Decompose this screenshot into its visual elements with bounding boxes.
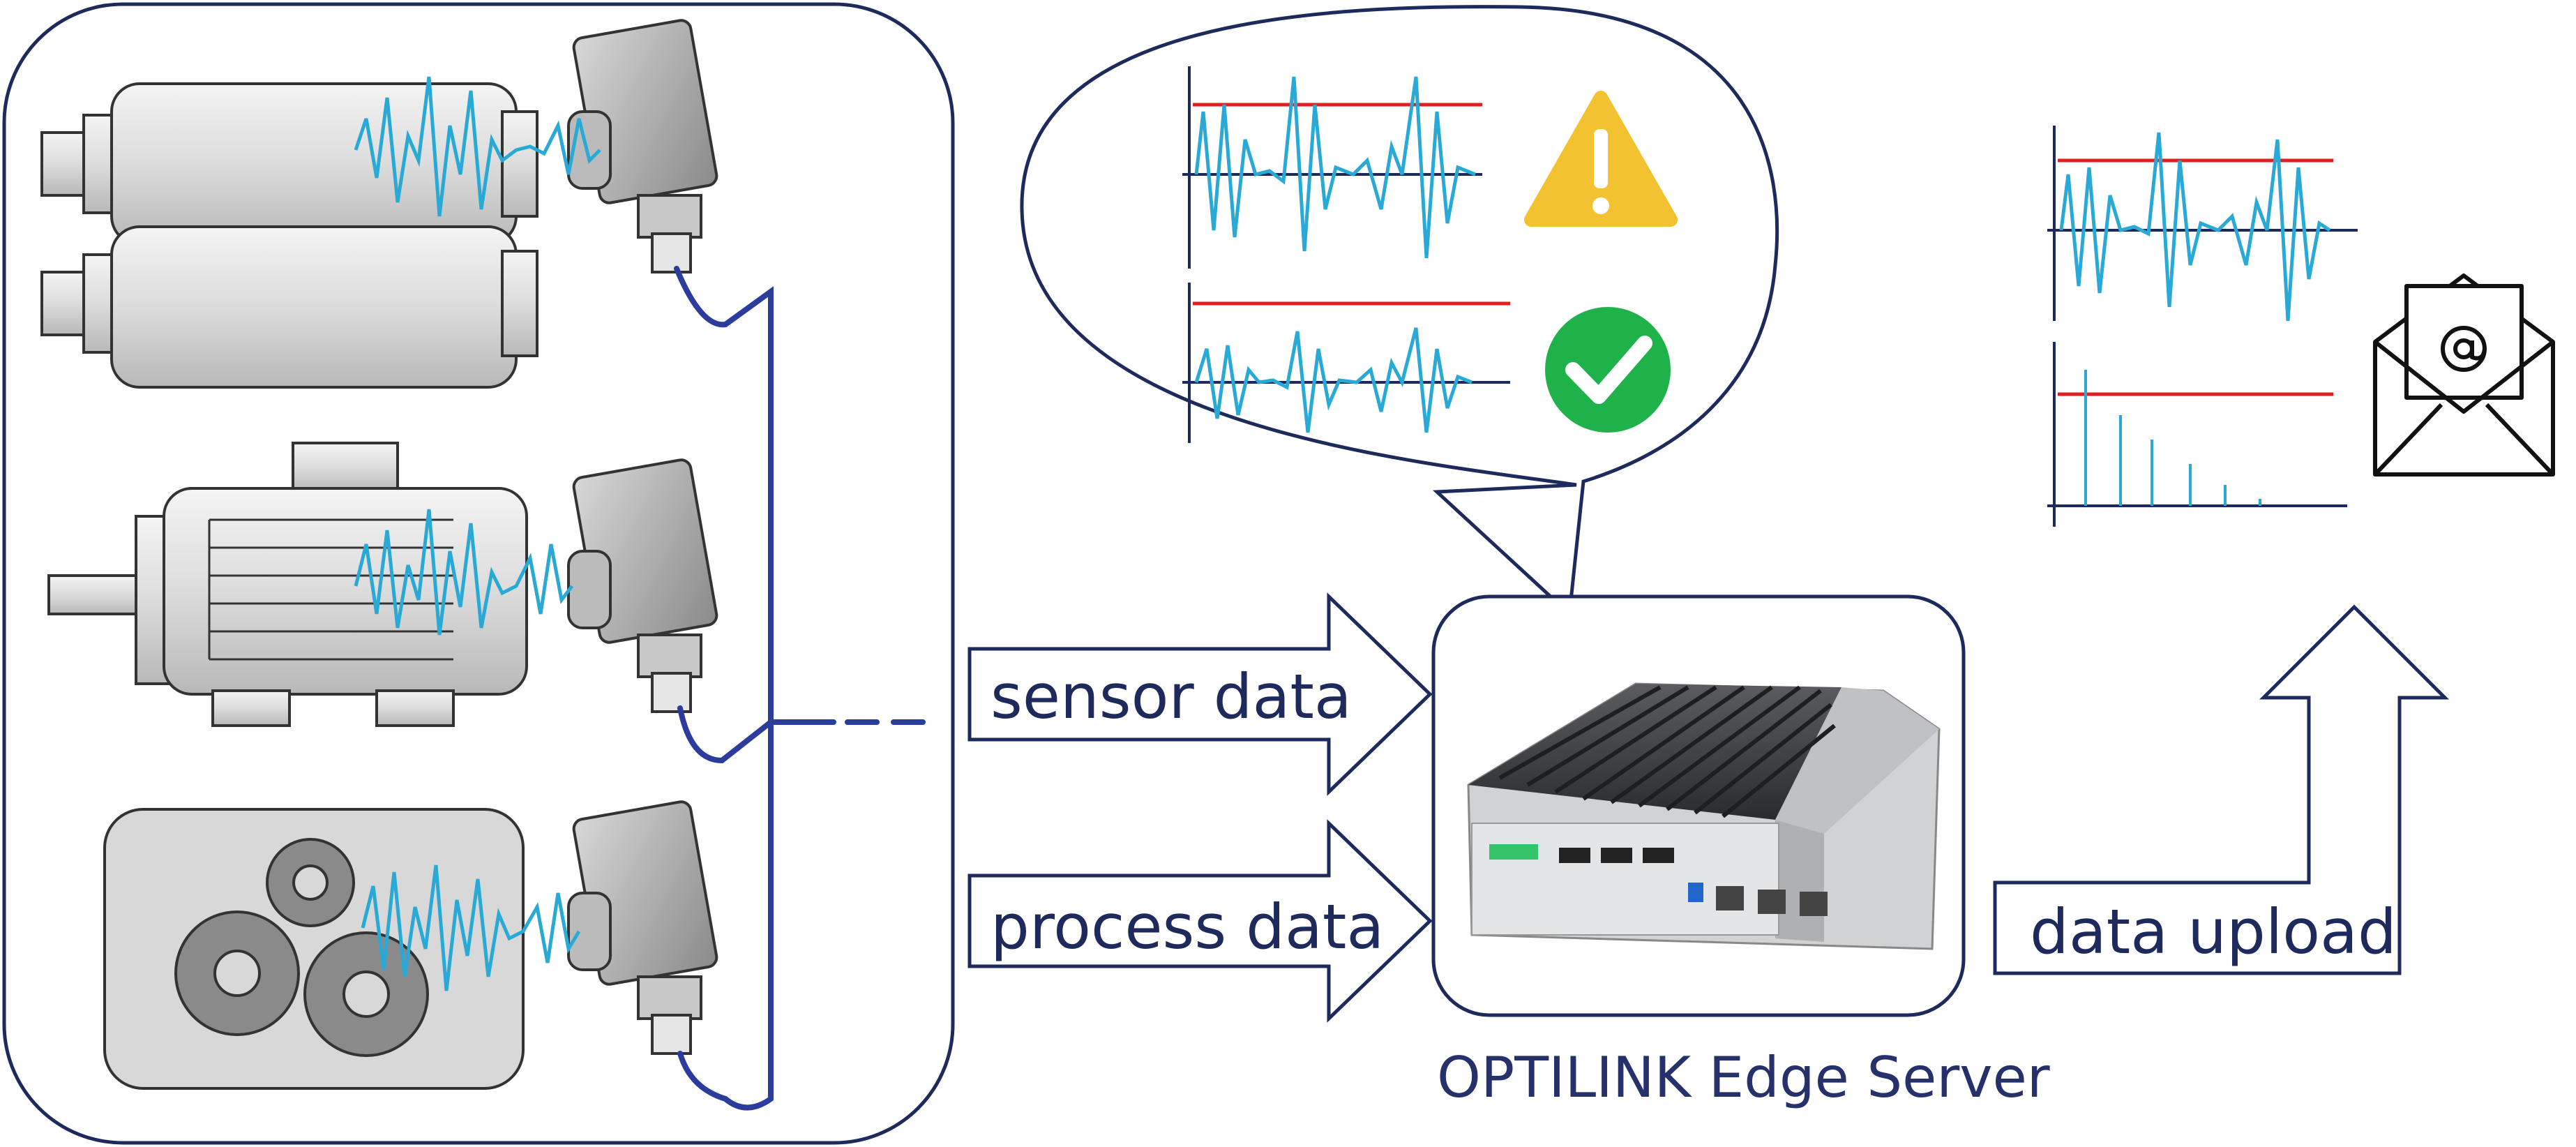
- check-circle-icon: [1545, 307, 1671, 433]
- vibration-sensor-1: [567, 19, 718, 273]
- electric-motor: [47, 442, 528, 727]
- sensor-data-arrow: [967, 592, 1433, 796]
- edge-server-heatsink-fins: [1498, 685, 1836, 818]
- vibration-signal-2: [354, 509, 573, 636]
- sensor-data-label: sensor data: [991, 661, 1352, 733]
- email-envelope-icon: [2373, 273, 2555, 477]
- data-upload-arrow: [1993, 604, 2450, 975]
- bubble-chart-alarm: [1182, 66, 1482, 269]
- process-data-arrow: [967, 819, 1433, 1023]
- vibration-signal-3: [361, 864, 581, 991]
- warning-triangle-icon: [1524, 91, 1678, 227]
- data-upload-label: data upload: [2030, 896, 2397, 968]
- sensor-cables: [674, 266, 941, 1111]
- cloud-spectrum-chart: [2047, 342, 2347, 527]
- vibration-sensor-3: [567, 800, 718, 1055]
- edge-server-caption: OPTILINK Edge Server: [1437, 1045, 2050, 1110]
- vibration-signal-1: [354, 76, 601, 217]
- bubble-chart-ok: [1182, 283, 1510, 443]
- vibration-sensor-2: [567, 458, 718, 713]
- process-data-label: process data: [991, 891, 1385, 963]
- roller-machine: [40, 82, 538, 389]
- analysis-speech-bubble: [1020, 5, 1779, 618]
- gearbox: [103, 808, 525, 1090]
- cloud-time-chart: [2047, 126, 2358, 322]
